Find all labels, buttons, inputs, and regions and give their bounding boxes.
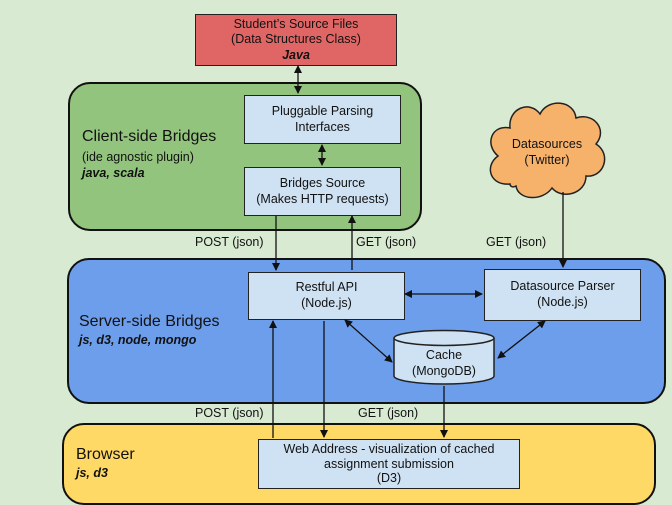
datasource-parser-line2: (Node.js) bbox=[537, 295, 588, 309]
pluggable-parsing-line1: Pluggable Parsing bbox=[271, 103, 374, 118]
web-address-line3: (D3) bbox=[376, 471, 402, 486]
pluggable-parsing-line2: Interfaces bbox=[295, 119, 350, 134]
datasources-line2: (Twitter) bbox=[524, 153, 570, 167]
web-address-line2: assignment submission bbox=[324, 456, 454, 471]
browser-tech: js, d3 bbox=[76, 466, 108, 480]
get-json-label-top-mid: GET (json) bbox=[356, 235, 417, 249]
datasources-line1: Datasources bbox=[511, 137, 583, 151]
pluggable-parsing-box: Pluggable Parsing Interfaces bbox=[244, 95, 401, 144]
cache-line2: (MongoDB) bbox=[412, 364, 476, 378]
restful-api-line1: Restful API bbox=[295, 280, 358, 295]
client-side-title: Client-side Bridges bbox=[82, 128, 217, 145]
browser-title: Browser bbox=[76, 446, 135, 463]
arrow-parser-cache bbox=[497, 320, 546, 359]
student-source-line2: (Data Structures Class) bbox=[231, 32, 361, 47]
client-side-subtitle: (ide agnostic plugin) bbox=[82, 150, 194, 164]
get-json-label-top-right: GET (json) bbox=[486, 235, 547, 249]
web-address-line1: Web Address - visualization of cached bbox=[283, 442, 495, 457]
student-source-box: Student’s Source Files (Data Structures … bbox=[195, 14, 397, 66]
post-json-label-top: POST (json) bbox=[195, 235, 264, 249]
web-address-box: Web Address - visualization of cached as… bbox=[258, 439, 520, 489]
datasource-parser-box: Datasource Parser (Node.js) bbox=[484, 269, 641, 321]
get-json-label-bottom: GET (json) bbox=[358, 406, 419, 420]
student-source-line1: Student’s Source Files bbox=[233, 16, 359, 31]
datasource-parser-line1: Datasource Parser bbox=[510, 279, 615, 294]
restful-api-line2: (Node.js) bbox=[301, 296, 352, 310]
bridges-source-box: Bridges Source (Makes HTTP requests) bbox=[244, 167, 401, 216]
bridges-source-line2: (Makes HTTP requests) bbox=[256, 191, 389, 206]
cache-cylinder bbox=[393, 329, 495, 385]
bridges-source-line1: Bridges Source bbox=[279, 175, 366, 190]
arrow-restful-cache bbox=[344, 319, 393, 363]
server-side-tech: js, d3, node, mongo bbox=[79, 333, 197, 347]
student-source-lang: Java bbox=[282, 47, 310, 62]
datasources-cloud bbox=[489, 102, 606, 199]
post-json-label-bottom: POST (json) bbox=[195, 406, 264, 420]
client-side-tech: java, scala bbox=[82, 166, 145, 180]
cache-line1: Cache bbox=[425, 348, 463, 362]
restful-api-box: Restful API (Node.js) bbox=[248, 272, 405, 320]
server-side-title: Server-side Bridges bbox=[79, 313, 220, 330]
